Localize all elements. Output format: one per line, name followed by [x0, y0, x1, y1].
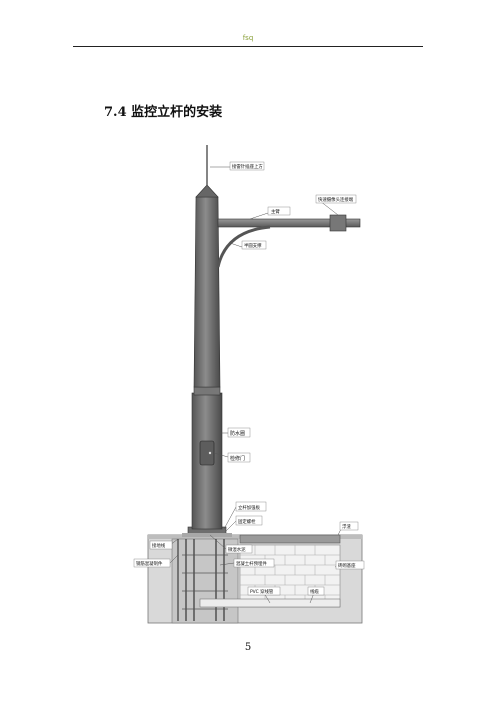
label-brick-base: 砖砌基座: [338, 562, 356, 569]
section-title: 7.4 监控立杆的安装: [104, 105, 223, 120]
label-flange: 立杆加强板: [238, 504, 261, 511]
pole-upper: [193, 196, 221, 388]
label-brace: 半圆支撑: [244, 242, 262, 249]
label-service-door: 检修门: [230, 455, 245, 462]
header-rule: [73, 46, 423, 47]
mortar-layer: [182, 533, 232, 537]
label-pvc-pipe: PVC 穿线管: [250, 588, 274, 595]
door-lock: [208, 451, 212, 455]
pole-collar: [193, 386, 221, 396]
crossarm: [217, 218, 361, 228]
label-cover-plate: 浮渣: [342, 523, 351, 530]
label-camera-mount: 快速摄像头连接端: [318, 196, 354, 203]
label-lightning-rod: 接雷针插座上方: [232, 163, 263, 170]
arm-brace: [216, 225, 271, 268]
service-door-shape: [199, 440, 215, 466]
label-ground-wire: 接地线: [152, 542, 166, 549]
label-mortar: 微混水泥: [228, 546, 246, 553]
anchor-bolts: [185, 539, 225, 621]
page-header: fsq: [242, 34, 254, 42]
cover-plate: [239, 534, 341, 544]
label-cable: 线缆: [310, 588, 319, 595]
page-number: 5: [244, 642, 252, 653]
pole-cap: [195, 184, 219, 198]
camera-mount-block: [329, 214, 347, 232]
pole-installation-diagram: 接雷针插座上方 主臂 快速摄像头连接端 半圆支撑 防水圈 检修门 立杆加强板 固…: [133, 145, 365, 624]
label-foundation-parts: 混凝土杆预埋件: [236, 560, 267, 567]
label-anchor-nut: 固定螺栓: [238, 518, 256, 525]
label-embed-bolts: 钢筋混凝制件: [136, 560, 163, 567]
rebar-hoops: [182, 554, 228, 610]
label-crossarm: 主臂: [271, 208, 280, 215]
label-rainproof-cap: 防水圈: [230, 430, 245, 437]
brick-base: [239, 544, 341, 608]
